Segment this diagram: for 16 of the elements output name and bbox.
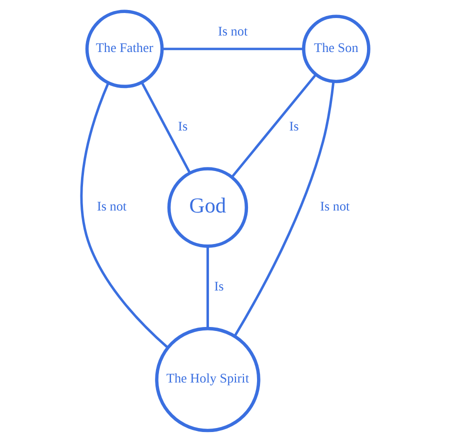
node-circle: The Holy Spirit bbox=[155, 326, 260, 432]
connector bbox=[234, 81, 335, 337]
connector bbox=[80, 82, 169, 349]
node-circle: The Father bbox=[85, 10, 164, 88]
edge-label: Is bbox=[289, 118, 299, 134]
node-circle: The Son bbox=[302, 14, 370, 84]
connector bbox=[162, 48, 304, 50]
edge-label: Is not bbox=[218, 24, 248, 39]
edge-label: Is bbox=[214, 278, 224, 294]
connector bbox=[230, 74, 317, 178]
node-circle: God bbox=[167, 167, 248, 248]
connector bbox=[140, 82, 191, 174]
edge-label: Is not bbox=[320, 198, 350, 214]
connector bbox=[206, 246, 209, 329]
edge-label: Is not bbox=[96, 198, 127, 214]
edge-label: Is bbox=[178, 118, 188, 134]
